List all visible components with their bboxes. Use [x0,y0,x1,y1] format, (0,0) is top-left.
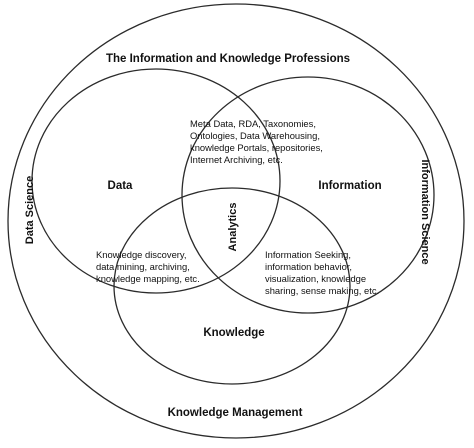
data-knowledge-overlap-text: Knowledge discovery, data mining, archiv… [96,249,200,284]
data-circle [31,68,281,294]
data-information-overlap-text: Meta Data, RDA, Taxonomies, Ontologies, … [190,118,323,165]
knowledge-management-label: Knowledge Management [168,407,303,419]
information-circle [181,76,435,314]
overlap-line: Meta Data, RDA, Taxonomies, [190,118,316,129]
overlap-line: visualization, knowledge [265,273,366,284]
overlap-line: Knowledge discovery, [96,249,187,260]
overlap-line: information behavior, [265,261,352,272]
overlap-line: Information Seeking, [265,249,351,260]
data-science-label: Data Science [24,176,36,244]
outer-circle [7,3,465,439]
overlap-line: Ontologies, Data Warehousing, [190,130,320,141]
overlap-line: sharing, sense making, etc. [265,285,379,296]
information-science-label: Information Science [419,159,431,264]
overlap-line: Internet Archiving, etc. [190,154,283,165]
knowledge-region-label: Knowledge [203,327,264,339]
information-region-label: Information [318,180,381,192]
analytics-label: Analytics [227,203,239,252]
data-region-label: Data [108,180,134,192]
overlap-line: data mining, archiving, [96,261,190,272]
information-knowledge-overlap-text: Information Seeking, information behavio… [265,249,379,296]
overlap-line: knowledge mapping, etc. [96,273,200,284]
overlap-line: knowledge Portals, repositories, [190,142,323,153]
knowledge-circle [113,187,351,385]
outer-title: The Information and Knowledge Profession… [106,53,350,65]
